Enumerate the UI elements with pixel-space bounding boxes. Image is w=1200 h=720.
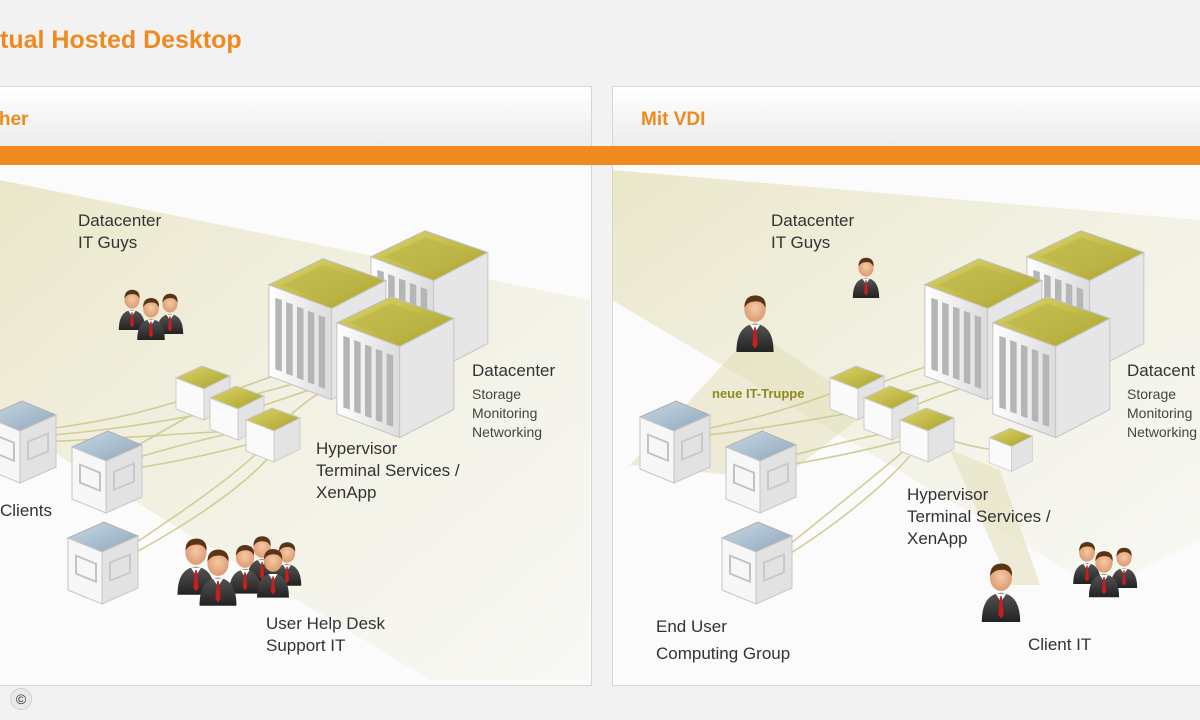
client-terminal-icon [725,430,797,514]
right-end-user-line1: End User [656,617,727,636]
right-hypervisor-line2: Terminal Services / [907,507,1051,526]
right-end-user-label: End User Computing Group [656,613,790,667]
copyright-icon: © [10,688,32,710]
left-helpdesk-line1: User Help Desk [266,614,386,633]
right-client-it-label: Client IT [1028,635,1092,654]
left-dc-it-guys-line1: Datacenter [78,211,162,230]
left-hypervisor-line3: XenApp [316,483,377,502]
left-clients-label: Clients [0,501,52,520]
right-light-beam [612,170,1200,590]
right-datacenter-label: Datacent [1127,361,1196,380]
help-desk-group-icon [177,536,302,606]
right-networking-label: Networking [1127,424,1198,440]
right-hypervisor-line3: XenApp [907,529,968,548]
right-datacenter-services: Storage Monitoring Networking [1127,385,1197,442]
left-helpdesk-label: User Help Desk Support IT [266,613,385,657]
right-scene [612,170,1200,622]
right-hypervisor-line1: Hypervisor [907,485,989,504]
right-datacenter-it-guys-label: Datacenter IT Guys [771,210,854,254]
left-dc-it-guys-line2: IT Guys [78,233,138,252]
left-hypervisor-label: Hypervisor Terminal Services / XenApp [316,438,460,504]
client-terminal-icon [71,430,143,514]
left-hypervisor-line1: Hypervisor [316,439,398,458]
left-scene [0,180,590,680]
right-hypervisor-label: Hypervisor Terminal Services / XenApp [907,484,1051,550]
orange-divider-band [0,146,1200,165]
left-storage-label: Storage [472,386,522,402]
server-icon [992,296,1111,439]
right-storage-label: Storage [1127,386,1177,402]
right-panel-title: Mit VDI [641,109,706,130]
neue-it-truppe-label: neue IT-Truppe [712,386,805,401]
client-terminal-icon [67,521,139,605]
right-end-user-line2: Computing Group [656,644,791,663]
left-panel-title: isher [0,109,29,130]
left-datacenter-services: Storage Monitoring Networking [472,385,542,442]
client-terminal-icon [721,521,793,605]
right-client-it-beam [950,450,1040,585]
left-datacenter-it-guys-label: Datacenter IT Guys [78,210,161,254]
left-datacenter-label: Datacenter [472,361,556,380]
right-dc-it-guys-line1: Datacenter [771,211,855,230]
left-networking-label: Networking [472,424,543,440]
right-panel-header: Mit VDI [613,87,1200,147]
right-dc-it-guys-line2: IT Guys [771,233,831,252]
right-monitoring-label: Monitoring [1127,405,1193,421]
client-terminal-icon [0,400,57,484]
left-hypervisor-line2: Terminal Services / [316,461,460,480]
page-title: tual Hosted Desktop [0,26,242,54]
server-icon [336,296,455,439]
left-monitoring-label: Monitoring [472,405,538,421]
left-helpdesk-line2: Support IT [266,636,346,655]
client-terminal-icon [639,400,711,484]
left-panel-header: isher [0,87,591,147]
